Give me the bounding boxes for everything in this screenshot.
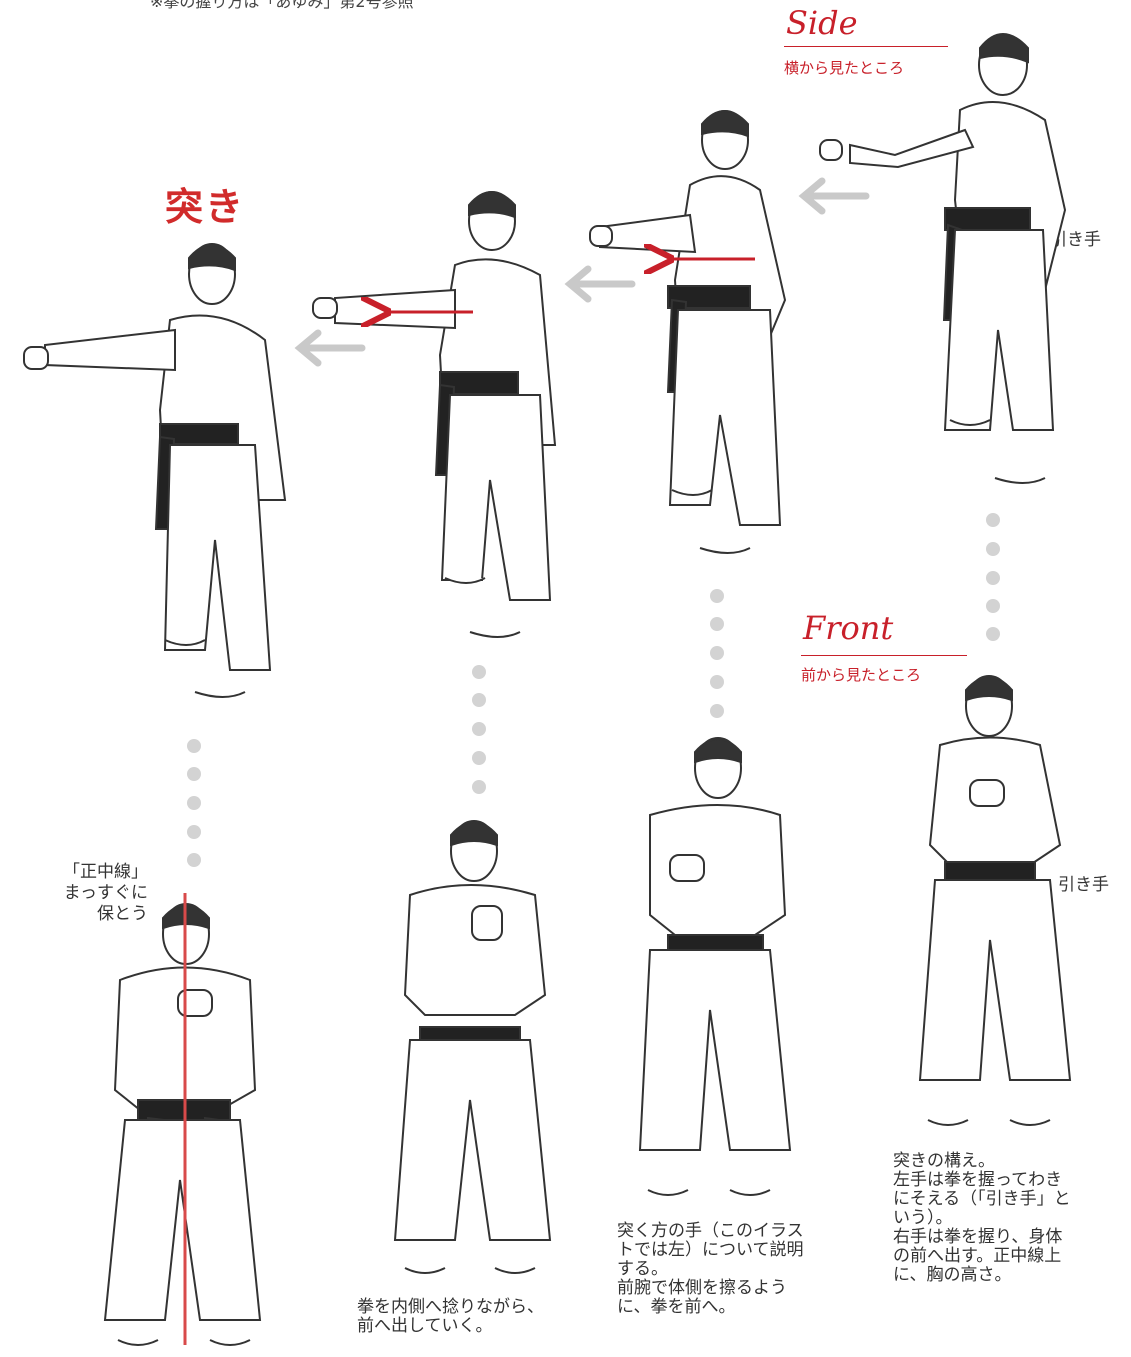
caption-line: にそえる（「引き手」と xyxy=(893,1189,1071,1209)
caption-line: トでは左）について説明 xyxy=(617,1240,804,1260)
caption-line: に、胸の高さ。 xyxy=(893,1265,1012,1285)
hikite-label-side: 引き手 xyxy=(1050,230,1101,250)
side-heading: Side xyxy=(786,4,858,42)
top-note: ※拳の握り方は「あゆみ」第2号参照 xyxy=(150,0,414,11)
caption-line: に、拳を前へ。 xyxy=(617,1297,736,1317)
front-divider xyxy=(801,655,967,656)
dotted-connector xyxy=(986,513,1000,641)
caption-line: いう）。 xyxy=(893,1208,953,1228)
dotted-connector xyxy=(710,589,724,718)
caption-line: 突く方の手（このイラス xyxy=(617,1221,804,1241)
dotted-connector xyxy=(187,739,201,867)
front-heading: Front xyxy=(803,609,894,647)
side-subtitle: 横から見たところ xyxy=(784,59,905,77)
side-figure-1 xyxy=(819,33,1067,484)
caption-step2: 突く方の手（このイラス トでは左）について説明 する。 前腕で体側を擦るよう に… xyxy=(617,1222,849,1317)
side-divider xyxy=(784,46,948,47)
front-figure-3 xyxy=(393,820,552,1274)
caption-line: の前へ出す。正中線上 xyxy=(893,1246,1062,1266)
caption-line: 前へ出していく。 xyxy=(357,1316,493,1336)
front-figure-4 xyxy=(103,903,262,1346)
midline-label-line2: まっすぐに xyxy=(63,883,148,903)
front-subtitle: 前から見たところ xyxy=(801,666,922,684)
caption-line: 前腕で体側を擦るよう xyxy=(617,1278,787,1298)
caption-line: 突きの構え。 xyxy=(893,1151,995,1171)
caption-line: 左手は拳を握ってわき xyxy=(893,1170,1063,1190)
dotted-connector xyxy=(472,665,486,794)
caption-step1: 突きの構え。 左手は拳を握ってわき にそえる（「引き手」と いう）。 右手は拳を… xyxy=(893,1152,1125,1285)
caption-line: 右手は拳を握り、身体 xyxy=(893,1227,1063,1247)
front-figure-1 xyxy=(918,675,1072,1126)
side-figure-4 xyxy=(23,243,287,698)
caption-line: する。 xyxy=(617,1259,668,1279)
midline-label: 「正中線」 まっすぐに 保とう xyxy=(60,862,148,925)
caption-step3: 拳を内側へ捻りながら、 前へ出していく。 xyxy=(357,1298,597,1336)
midline-label-line1: 「正中線」 xyxy=(63,862,148,882)
page-title: 突き xyxy=(165,185,246,229)
side-figure-2 xyxy=(589,110,787,554)
gray-arrow xyxy=(294,177,870,367)
front-figure-2 xyxy=(638,737,792,1196)
side-figure-3 xyxy=(312,191,557,638)
midline-label-line3: 保とう xyxy=(97,904,148,924)
hikite-label-front: 引き手 xyxy=(1058,875,1109,895)
caption-line: 拳を内側へ捻りながら、 xyxy=(357,1297,544,1317)
